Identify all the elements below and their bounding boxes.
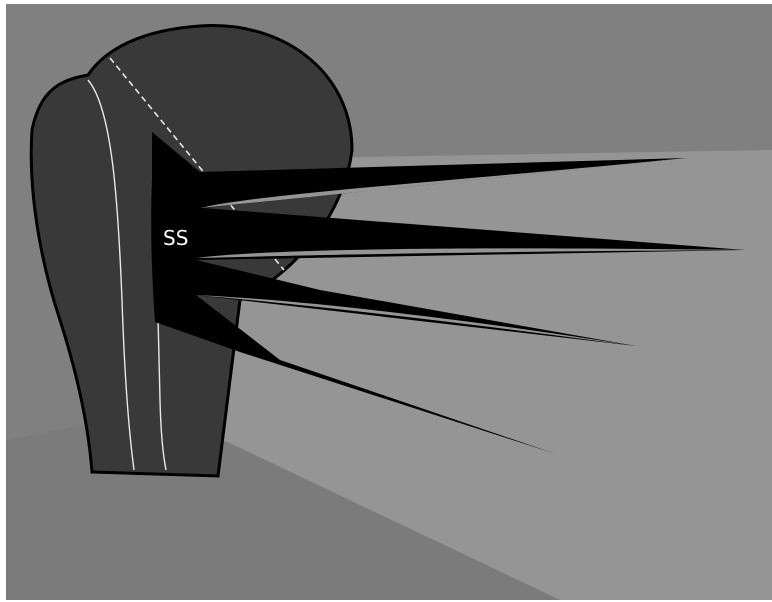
ss-label: SS bbox=[163, 226, 188, 250]
